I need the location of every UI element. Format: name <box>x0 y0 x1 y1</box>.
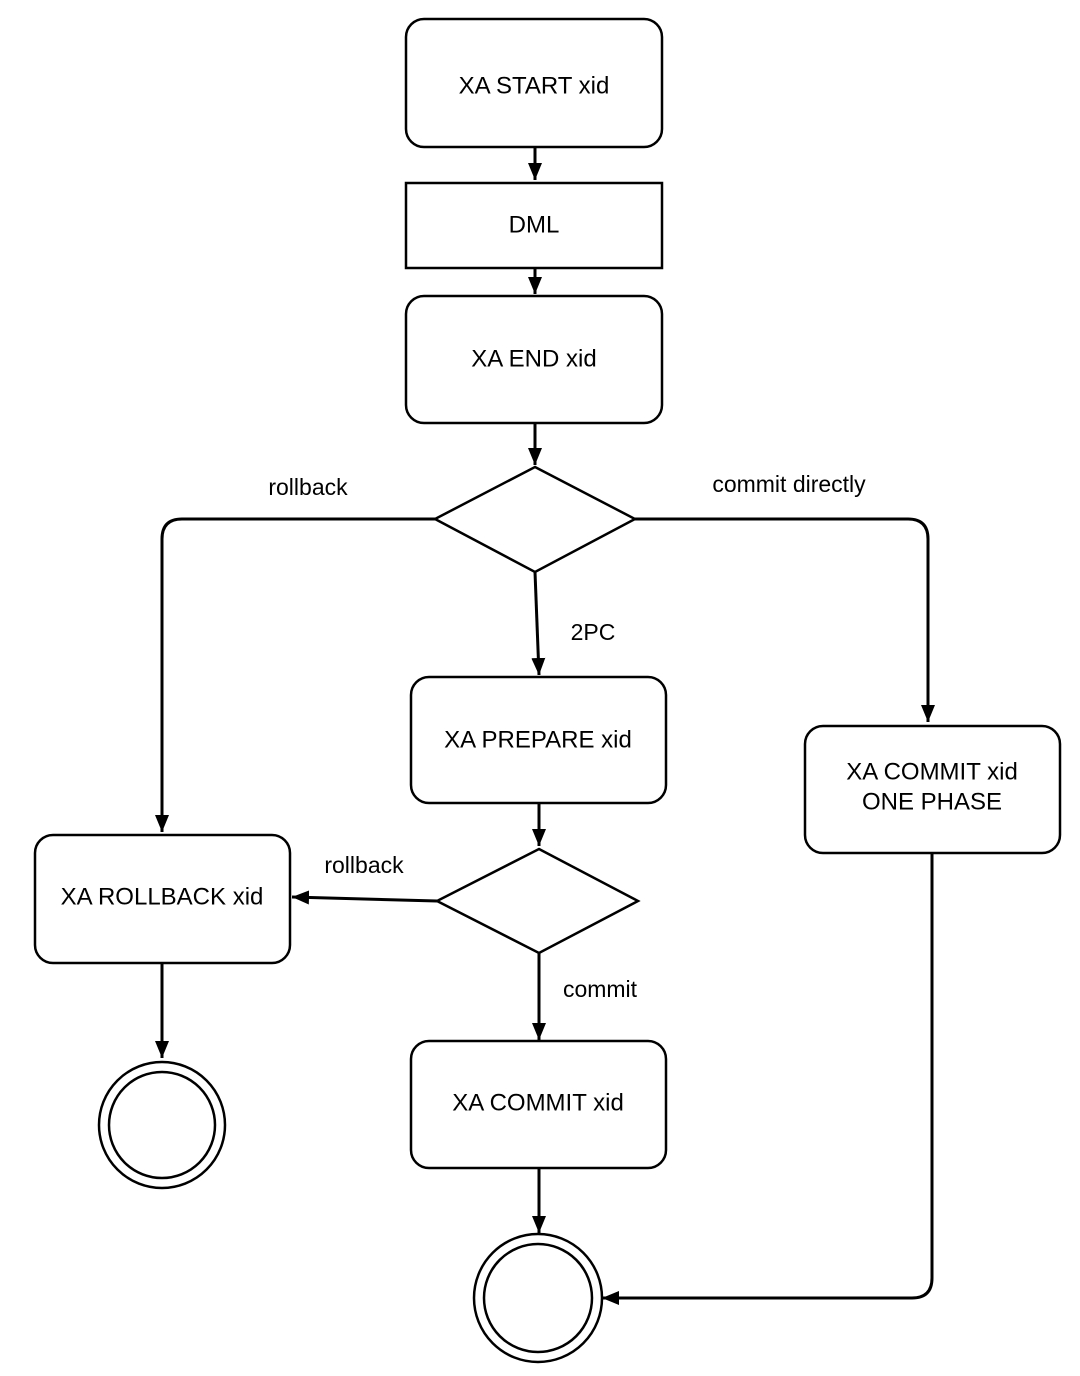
edge-decision-2pc <box>531 571 546 676</box>
node-xa-end-label: XA END xid <box>471 345 596 372</box>
node-xa-rollback: XA ROLLBACK xid <box>33 833 292 965</box>
node-xa-commit-one-phase-line2: ONE PHASE <box>862 788 1002 815</box>
edge-label-commit-directly: commit directly <box>712 471 866 497</box>
decision-after-prepare <box>434 847 641 955</box>
edge-decision-commit-directly <box>635 517 935 722</box>
node-xa-commit-one-phase-line1: XA COMMIT xid <box>846 758 1018 785</box>
node-xa-commit-label: XA COMMIT xid <box>452 1089 624 1116</box>
edge-label-commit: commit <box>563 976 638 1002</box>
node-xa-commit: XA COMMIT xid <box>409 1039 668 1170</box>
edge-label-rollback-mid: rollback <box>324 852 404 878</box>
node-xa-rollback-label: XA ROLLBACK xid <box>61 883 264 910</box>
node-xa-start-label: XA START xid <box>459 72 610 99</box>
final-node-commit <box>472 1232 604 1364</box>
edge-label-2pc: 2PC <box>571 619 616 645</box>
node-xa-commit-one-phase: XA COMMIT xid ONE PHASE <box>803 724 1062 855</box>
edge-decision2-rollback <box>291 890 438 905</box>
decision-after-end <box>432 465 638 574</box>
node-dml-label: DML <box>509 211 560 238</box>
node-dml: DML <box>404 181 664 270</box>
node-xa-prepare: XA PREPARE xid <box>409 675 668 805</box>
node-xa-start: XA START xid <box>404 17 664 149</box>
final-node-rollback <box>97 1060 227 1190</box>
edge-decision-rollback <box>155 517 435 832</box>
edge-onephase-to-end <box>602 853 934 1305</box>
node-xa-end: XA END xid <box>404 294 664 425</box>
node-xa-prepare-label: XA PREPARE xid <box>444 726 632 753</box>
edge-label-rollback-top: rollback <box>268 474 348 500</box>
